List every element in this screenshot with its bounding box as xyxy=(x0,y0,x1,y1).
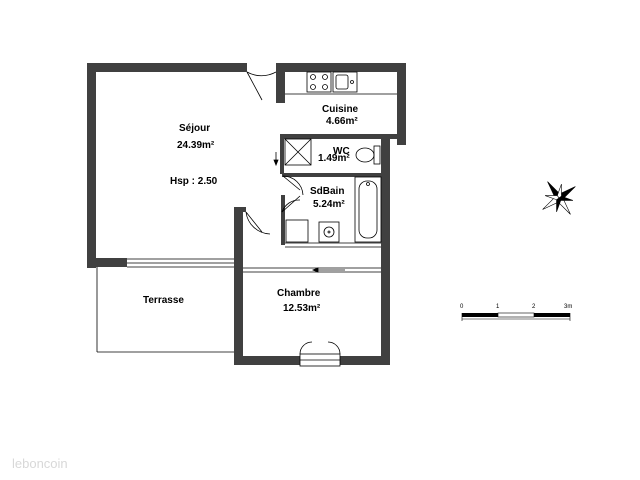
wall-wc-bottom xyxy=(282,173,382,177)
terrasse-outline xyxy=(96,267,234,353)
sdbain-area: 5.24m² xyxy=(313,199,345,210)
wall-chambre-top-left xyxy=(234,207,246,212)
interior-doors xyxy=(245,175,304,235)
entrance-door xyxy=(246,71,277,101)
cuisine-area: 4.66m² xyxy=(326,116,358,127)
wall-bath-left xyxy=(281,195,285,245)
wc-area: 1.49m² xyxy=(318,153,350,164)
watermark: leboncoin xyxy=(12,456,68,471)
scale-tick-1: 1 xyxy=(496,304,500,310)
stove-icon xyxy=(306,71,332,93)
bay-window xyxy=(127,242,381,273)
bath-cabinet xyxy=(285,219,309,243)
wall-bath-right xyxy=(381,134,390,269)
wall-wc-left xyxy=(280,134,284,174)
wall-kitchen-top xyxy=(276,63,406,72)
room-labels: Séjour 24.39m² Hsp : 2.50 Cuisine 4.66m²… xyxy=(143,104,359,314)
scale-tick-0: 0 xyxy=(460,304,464,310)
sejour-name: Séjour xyxy=(179,123,210,134)
sejour-area: 24.39m² xyxy=(177,140,215,151)
shower-icon xyxy=(284,138,312,166)
toilet-icon xyxy=(355,145,381,165)
chambre-area: 12.53m² xyxy=(283,303,321,314)
sdbain-name: SdBain xyxy=(310,186,344,197)
sliding-arrows xyxy=(273,152,345,273)
cuisine-name: Cuisine xyxy=(322,104,359,115)
chambre-name: Chambre xyxy=(277,288,321,299)
wall-sejour-left xyxy=(87,63,96,268)
wall-sejour-top-left xyxy=(87,63,247,72)
scale-tick-3: 3m xyxy=(564,304,572,310)
sejour-hsp: Hsp : 2.50 xyxy=(170,176,218,187)
scale-bar: 0 1 2 3m xyxy=(460,304,572,321)
wall-kitchen-bottom xyxy=(280,134,406,139)
compass-rose-icon xyxy=(542,181,576,215)
wall-kitchen-right xyxy=(397,63,406,145)
wall-sejour-bottom-left xyxy=(87,258,127,267)
sdb-door-arc xyxy=(281,199,301,213)
chambre-door-arc xyxy=(245,211,271,235)
bathtub-icon xyxy=(354,176,382,243)
wall-chambre-right xyxy=(381,255,390,365)
wall-chambre-left xyxy=(234,210,243,365)
wall-kitchen-left xyxy=(276,63,285,103)
terrasse-name: Terrasse xyxy=(143,295,184,306)
sink-icon xyxy=(332,71,358,93)
chambre-window xyxy=(299,341,341,367)
scale-tick-2: 2 xyxy=(532,304,536,310)
wc-name: WC xyxy=(333,146,350,157)
washbasin-icon xyxy=(318,221,340,243)
bath-door-arc xyxy=(282,175,304,196)
